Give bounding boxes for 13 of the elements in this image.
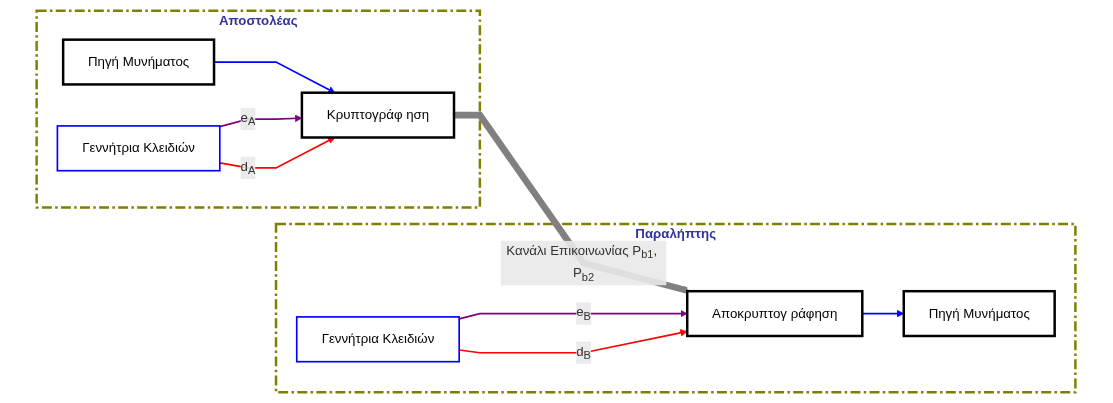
node-box: Γεννήτρια Κλειδιών <box>57 125 222 172</box>
node-box: Αποκρυπτογ ράφηση <box>686 289 864 338</box>
arrow <box>219 114 303 128</box>
node-box: Πηγή Μυνήματος <box>903 289 1057 338</box>
edge-label: e$_{B}$ <box>576 304 592 323</box>
node-box: Γεννήτρια Κλειδιών <box>296 316 461 363</box>
edge-label: e$_{A}$ <box>240 110 256 128</box>
edge-label: Κανάλι Επικοινωνίας P$_{b1}$, P$_{b2}$ <box>506 243 658 284</box>
node-box: Κρυπτογράφ ηση <box>301 91 456 139</box>
edge-label: d$_{B}$ <box>576 343 592 362</box>
edge-label: d$_{A}$ <box>240 159 256 177</box>
node-box: Πηγή Μυνήματος <box>62 38 216 86</box>
arrow <box>458 309 688 320</box>
